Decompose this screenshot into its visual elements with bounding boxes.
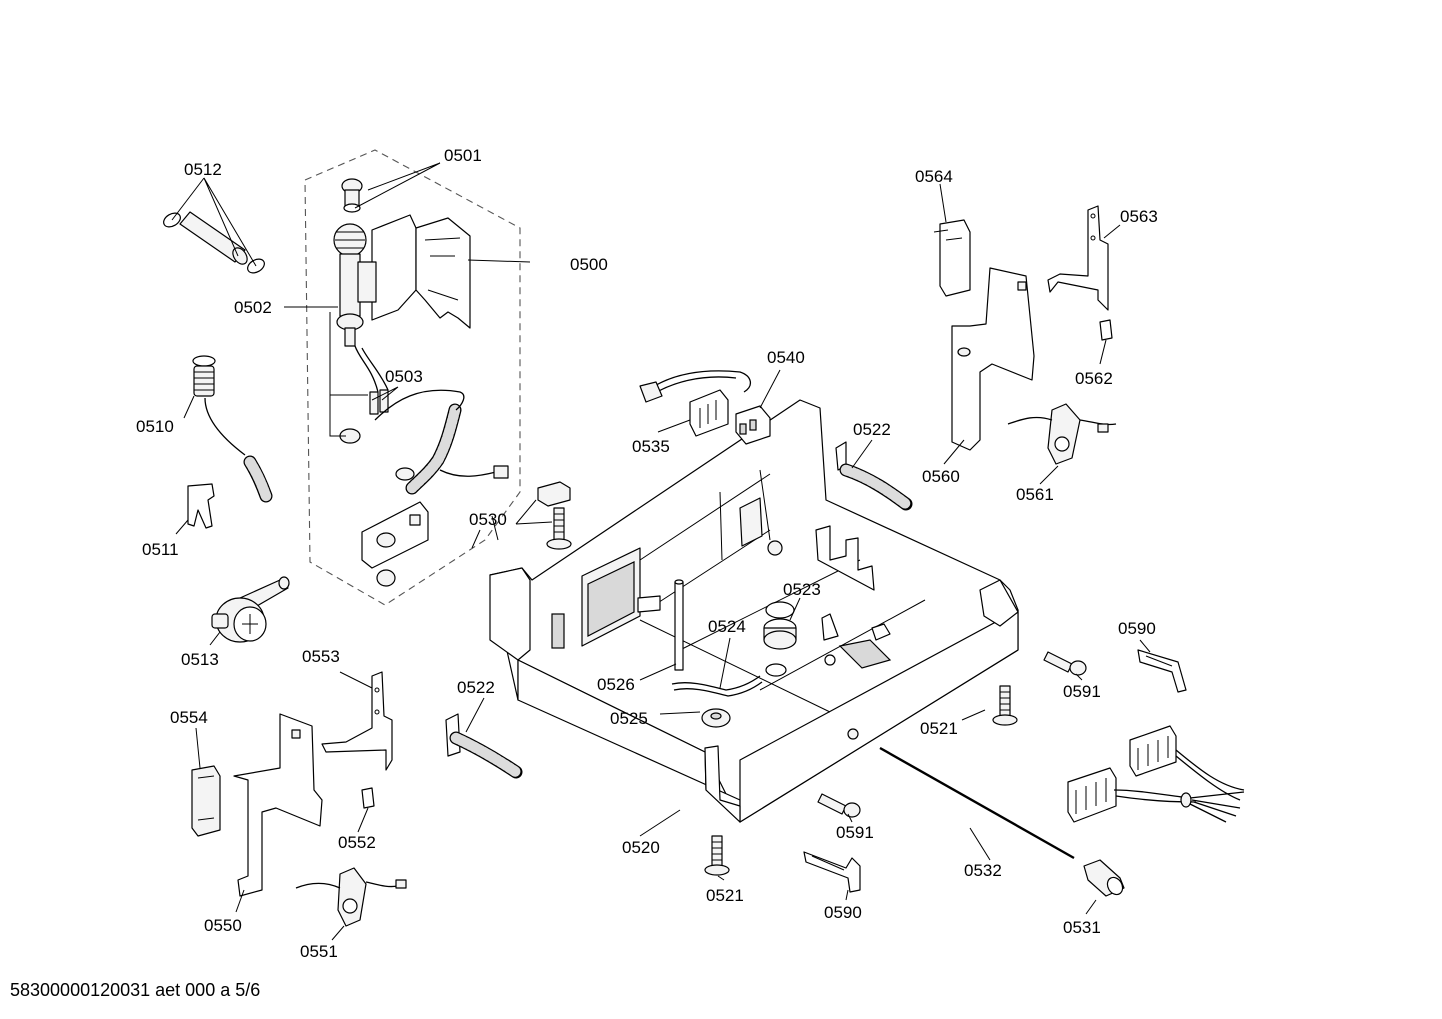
label-0591-center: 0591	[836, 823, 874, 842]
part-0563-bracket	[1047, 205, 1109, 311]
label-0553: 0553	[302, 647, 340, 666]
label-0591-right: 0591	[1063, 682, 1101, 701]
part-0591-screw-center	[817, 793, 861, 818]
label-0540: 0540	[767, 348, 805, 367]
part-0512-hose-clamps	[163, 211, 265, 274]
part-0530-leveling-foot	[537, 481, 572, 550]
label-0523: 0523	[783, 580, 821, 599]
part-0510-drain-hose	[192, 355, 273, 503]
part-0591-screw-right	[1043, 651, 1087, 676]
label-0512: 0512	[184, 160, 222, 179]
part-0532-rod	[879, 746, 1075, 860]
part-0522-spring-right	[835, 441, 913, 511]
label-0502: 0502	[234, 298, 272, 317]
label-0531: 0531	[1063, 918, 1101, 937]
label-0521-right: 0521	[920, 719, 958, 738]
label-0550: 0550	[204, 916, 242, 935]
part-0564-cover	[933, 219, 971, 297]
part-0522-spring-left	[445, 713, 523, 779]
label-0501: 0501	[444, 146, 482, 165]
label-0522-right: 0522	[853, 420, 891, 439]
part-0521-foot-right	[992, 685, 1018, 726]
label-0503: 0503	[385, 367, 423, 386]
part-0523-seal	[763, 601, 892, 677]
label-0560: 0560	[922, 467, 960, 486]
part-0500-mount-bracket	[361, 501, 429, 587]
label-0520: 0520	[622, 838, 660, 857]
part-0550-bracket	[233, 713, 323, 897]
label-0552: 0552	[338, 833, 376, 852]
label-0500: 0500	[570, 255, 608, 274]
leader-lines	[171, 162, 1151, 941]
part-0562-clip	[1099, 319, 1113, 341]
part-0551-sensor	[295, 867, 407, 927]
label-0561: 0561	[1016, 485, 1054, 504]
label-0525: 0525	[610, 709, 648, 728]
part-0540-connector	[735, 405, 771, 445]
label-0590-center: 0590	[824, 903, 862, 922]
label-0513: 0513	[181, 650, 219, 669]
label-0564: 0564	[915, 167, 953, 186]
part-0500-valve-cover	[371, 214, 471, 329]
label-0526: 0526	[597, 675, 635, 694]
part-0513-pump	[211, 576, 290, 643]
part-0526-rod	[674, 579, 684, 671]
assembly-0500-outline	[304, 149, 521, 606]
part-0524-clip	[671, 675, 763, 697]
part-connector-harness	[1067, 725, 1245, 823]
label-0563: 0563	[1120, 207, 1158, 226]
label-0532: 0532	[964, 861, 1002, 880]
label-0535: 0535	[632, 437, 670, 456]
part-0552-clip	[361, 787, 375, 809]
label-0511: 0511	[142, 540, 179, 559]
label-0554: 0554	[170, 708, 208, 727]
part-0525-washer	[701, 708, 731, 728]
label-0524: 0524	[708, 617, 746, 636]
part-0535-cable	[639, 370, 751, 437]
part-0501-valve-cap	[341, 178, 363, 213]
part-0521-foot-front	[704, 835, 730, 876]
part-0554-cover	[191, 765, 221, 837]
document-code: 58300000120031 aet 000 a 5/6	[10, 980, 261, 1000]
part-0590-bracket-center	[803, 851, 861, 893]
label-0521-front: 0521	[706, 886, 744, 905]
part-0500-hose	[374, 389, 509, 495]
label-0551: 0551	[300, 942, 338, 961]
label-0530: 0530	[469, 510, 507, 529]
part-0531-knob	[1083, 859, 1125, 897]
part-0590-bracket-right	[1137, 649, 1187, 693]
part-0511-clip	[187, 483, 215, 529]
part-0520-base-tub	[489, 399, 1019, 823]
part-0553-bracket	[321, 671, 393, 771]
part-labels: 0501 0512 0500 0502 0503 0510 0511 0513 …	[136, 146, 1158, 961]
part-0561-sensor	[1007, 403, 1117, 465]
label-0522-left: 0522	[457, 678, 495, 697]
part-0502-valve-body	[333, 223, 377, 347]
label-0590-right: 0590	[1118, 619, 1156, 638]
label-0510: 0510	[136, 417, 174, 436]
part-0560-bracket	[951, 267, 1035, 451]
label-0562: 0562	[1075, 369, 1113, 388]
